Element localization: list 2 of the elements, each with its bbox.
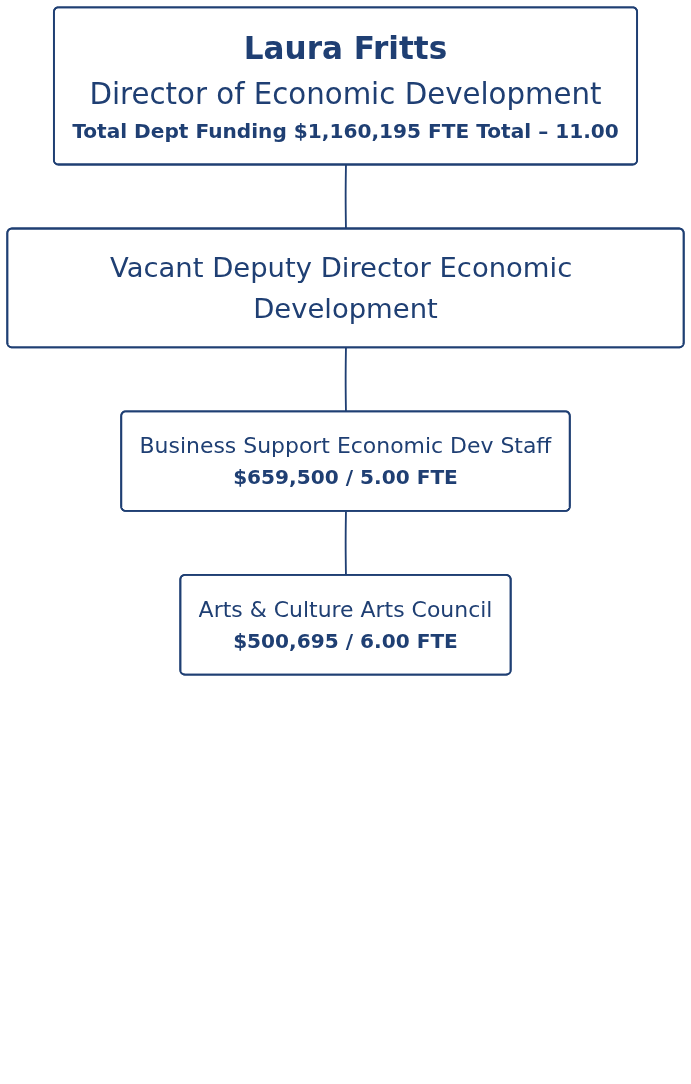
connector	[344, 164, 347, 230]
connector	[344, 346, 347, 413]
